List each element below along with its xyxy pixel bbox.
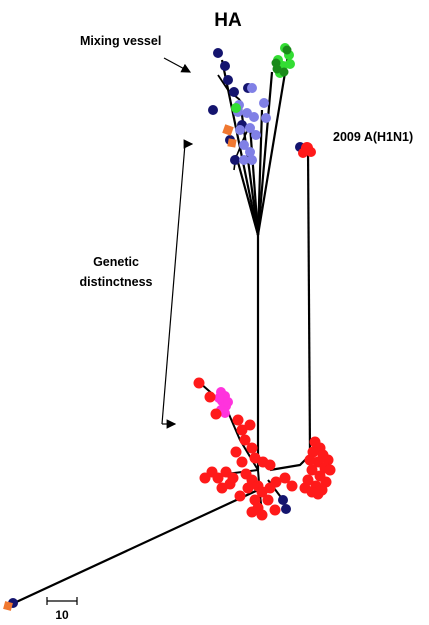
- outgroup-branch: [11, 489, 259, 605]
- navy-node-bottom-1: [278, 495, 288, 505]
- network-branches: [11, 54, 312, 605]
- periwinkle-node-13: [235, 125, 245, 135]
- swine-branch-3: [248, 124, 260, 236]
- swine-branch-8: [217, 74, 241, 101]
- swine-branch-6: [256, 71, 274, 236]
- navy-node-3: [223, 75, 233, 85]
- red-node-53: [324, 464, 336, 476]
- periwinkle-node-7: [251, 130, 261, 140]
- navy-node-1: [213, 48, 223, 58]
- scale-bar: [46, 597, 78, 605]
- red-node-9: [230, 446, 242, 458]
- magenta-node-7: [214, 393, 224, 403]
- periwinkle-node-11: [247, 155, 257, 165]
- pandemic-node-2: [306, 147, 316, 157]
- red-node-10: [236, 456, 248, 468]
- light-green-node-5: [285, 59, 295, 69]
- red-node-16: [212, 472, 224, 484]
- pandemic-link-to-hub: [269, 454, 311, 472]
- orange-square-1: [222, 124, 234, 136]
- dark-green-node-1: [282, 45, 292, 55]
- mixing-vessel-arrow: [163, 57, 192, 73]
- periwinkle-node-2: [247, 83, 257, 93]
- periwinkle-node-8: [239, 140, 249, 150]
- red-node-25: [270, 476, 282, 488]
- light-green-node-7: [231, 103, 241, 113]
- navy-node-8: [230, 155, 240, 165]
- red-node-22: [242, 482, 254, 494]
- magenta-node-6: [220, 408, 230, 418]
- genetic-distinctness-label-line2: distinctness: [80, 275, 153, 289]
- orange-square-2: [227, 138, 237, 148]
- red-node-13: [264, 459, 276, 471]
- periwinkle-node-9: [245, 147, 255, 157]
- red-node-7: [239, 434, 251, 446]
- red-node-54: [304, 454, 316, 466]
- dark-green-node-3: [279, 67, 289, 77]
- red-node-36: [216, 482, 228, 494]
- navy-node-bottom-2: [281, 504, 291, 514]
- scale-bar-label: 10: [55, 608, 69, 622]
- red-node-6: [244, 419, 256, 431]
- pandemic-2009-label: 2009 A(H1N1): [333, 130, 413, 144]
- genetic-distinctness-label-line1: Genetic: [93, 255, 139, 269]
- periwinkle-node-4: [261, 113, 271, 123]
- navy-node-2: [220, 61, 230, 71]
- pandemic-branch: [306, 147, 312, 456]
- navy-node-5: [208, 105, 218, 115]
- red-node-3: [210, 408, 222, 420]
- red-node-2: [204, 391, 216, 403]
- periwinkle-node-10: [239, 155, 249, 165]
- red-node-28: [262, 494, 274, 506]
- periwinkle-node-3: [259, 98, 269, 108]
- mixing-vessel-label: Mixing vessel: [80, 34, 161, 48]
- red-node-8: [246, 442, 258, 454]
- swine-branch-4: [256, 109, 264, 236]
- red-node-27: [286, 480, 298, 492]
- red-node-26: [279, 472, 291, 484]
- dark-green-node-4: [271, 58, 281, 68]
- red-node-15: [199, 472, 211, 484]
- red-node-33: [269, 504, 281, 516]
- figure-title: HA: [214, 10, 242, 31]
- periwinkle-node-6: [245, 123, 255, 133]
- red-node-31: [256, 509, 268, 521]
- red-node-4: [232, 414, 244, 426]
- navy-node-4: [229, 87, 239, 97]
- distinctness-bracket-line: [161, 143, 186, 425]
- red-node-52: [306, 486, 318, 498]
- swine-branch-5: [256, 54, 290, 236]
- red-node-44: [306, 464, 318, 476]
- network-nodes: [3, 43, 336, 611]
- red-node-5: [236, 424, 248, 436]
- magenta-node-8: [223, 397, 233, 407]
- outgroup-orange-square: [3, 601, 13, 611]
- red-node-32: [246, 506, 258, 518]
- periwinkle-node-12: [242, 108, 252, 118]
- pandemic-node-3: [298, 148, 308, 158]
- red-node-1: [193, 377, 205, 389]
- red-node-34: [234, 490, 246, 502]
- swine-branch-7: [234, 154, 260, 236]
